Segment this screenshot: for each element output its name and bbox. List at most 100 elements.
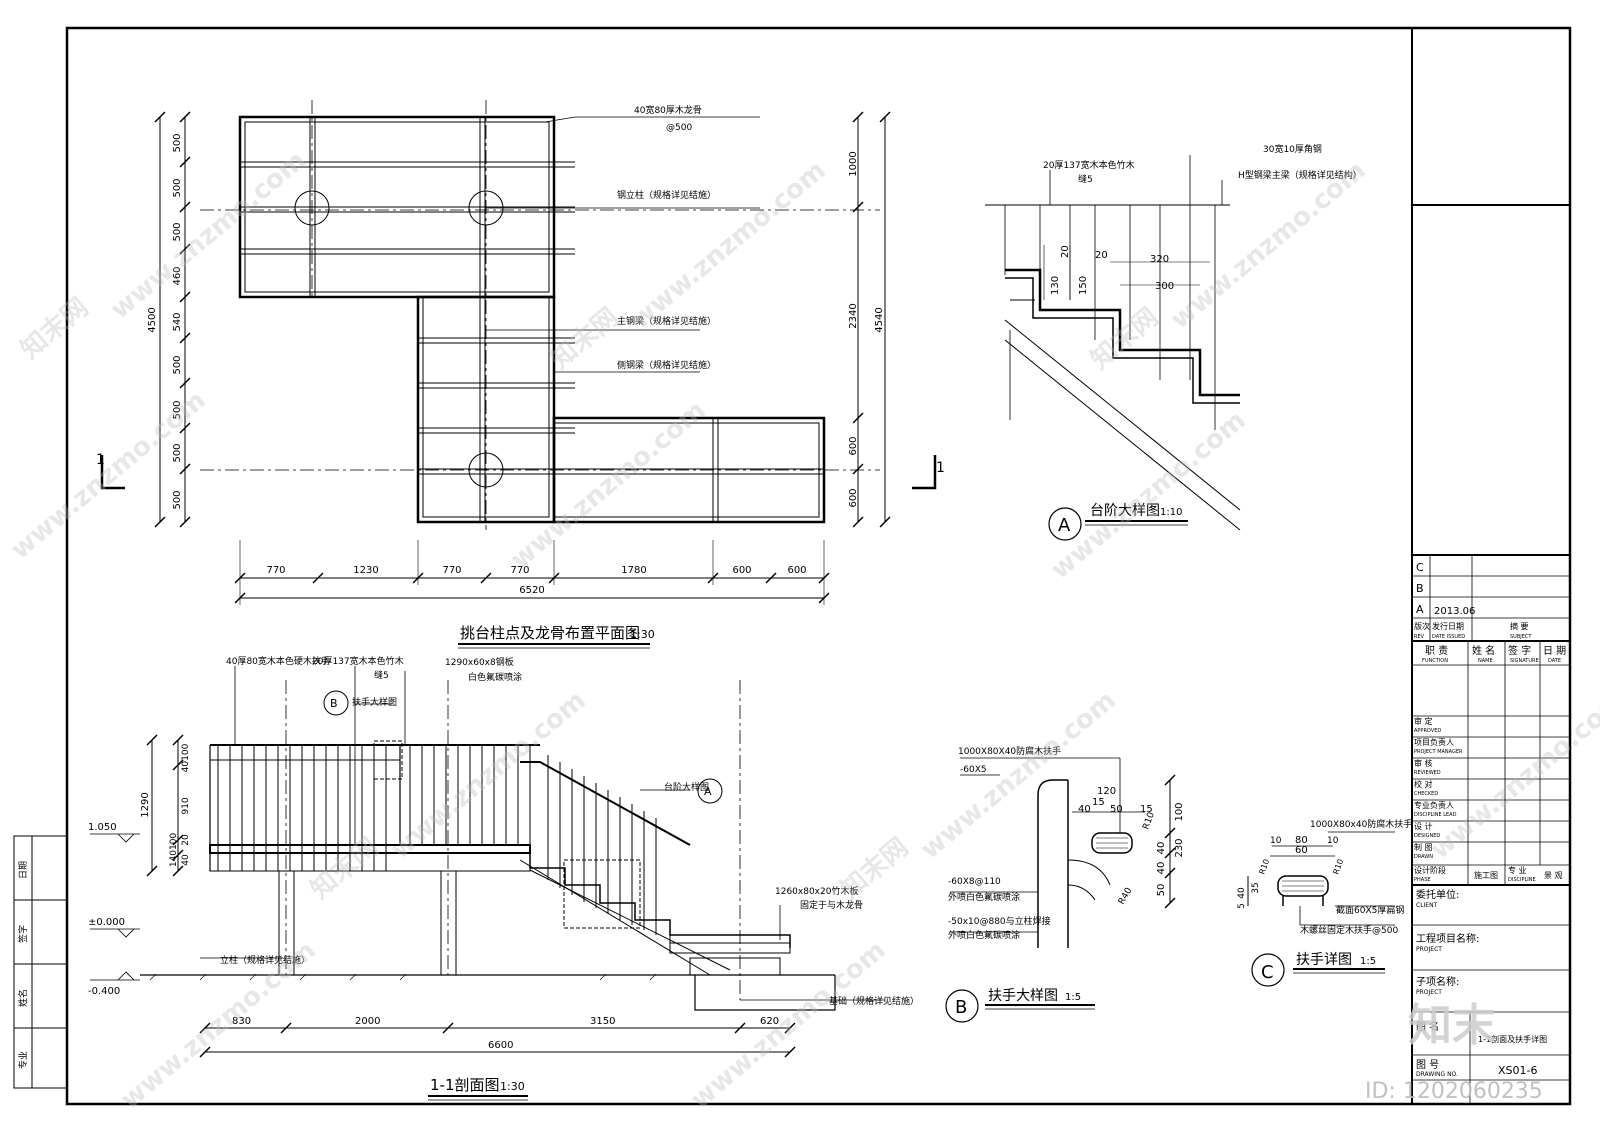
svg-text:40: 40 bbox=[1078, 804, 1091, 815]
svg-text:A: A bbox=[704, 785, 712, 798]
svg-text:500: 500 bbox=[172, 355, 183, 374]
svg-text:140100: 140100 bbox=[169, 833, 179, 868]
svg-text:知末网: 知末网 bbox=[1085, 302, 1164, 375]
svg-text:600: 600 bbox=[848, 488, 859, 507]
svg-text:2340: 2340 bbox=[848, 303, 859, 328]
margin-sign: 签字 bbox=[17, 925, 29, 943]
svg-text:设计阶段: 设计阶段 bbox=[1414, 865, 1446, 875]
section-mark-b bbox=[323, 690, 349, 716]
svg-text:委托单位:: 委托单位: bbox=[1416, 888, 1459, 901]
svg-text:15: 15 bbox=[1140, 804, 1153, 815]
svg-text:B: B bbox=[330, 697, 338, 710]
svg-text:缝5: 缝5 bbox=[1078, 173, 1093, 185]
svg-text:120: 120 bbox=[1097, 786, 1116, 797]
margin-date: 日期 bbox=[18, 861, 29, 879]
stair-detail-a bbox=[985, 155, 1241, 541]
svg-text:子项名称:: 子项名称: bbox=[1416, 975, 1459, 988]
outer-frame bbox=[65, 26, 1572, 1106]
svg-text:50: 50 bbox=[1110, 804, 1123, 815]
svg-text:1.050: 1.050 bbox=[88, 822, 117, 833]
svg-text:1290x60x8钢板: 1290x60x8钢板 bbox=[445, 656, 514, 668]
svg-text:40100: 40100 bbox=[181, 743, 191, 772]
svg-text:1:30: 1:30 bbox=[630, 628, 655, 641]
svg-text:1:10: 1:10 bbox=[1160, 507, 1182, 518]
svg-text:PROJECT: PROJECT bbox=[1416, 989, 1442, 996]
svg-text:1290: 1290 bbox=[140, 792, 151, 817]
svg-text:5: 5 bbox=[1237, 903, 1247, 909]
section-mark-right: 1 bbox=[936, 460, 945, 476]
svg-text:知末网: 知末网 bbox=[305, 832, 384, 905]
svg-text:540: 540 bbox=[172, 312, 183, 331]
plan-bottom-dims: 770 1230 770 770 1780 600 600 6520 bbox=[266, 565, 806, 596]
svg-text:SIGNATURE: SIGNATURE bbox=[1510, 658, 1539, 664]
handrail-b-labels: 1000X80X40防腐木扶手 -60X5 -60X8@110 外喷白色氟碳喷涂… bbox=[948, 745, 1185, 1018]
svg-text:www.znzmo.com: www.znzmo.com bbox=[115, 935, 321, 1115]
svg-text:150: 150 bbox=[1078, 276, 1089, 295]
svg-text:80: 80 bbox=[1295, 835, 1308, 846]
svg-text:40厚80宽木本色硬木扶手: 40厚80宽木本色硬木扶手 bbox=[226, 655, 330, 667]
svg-text:H型钢梁主梁（规格详见结构）: H型钢梁主梁（规格详见结构） bbox=[1238, 169, 1362, 181]
svg-text:基础（规格详见结施）: 基础（规格详见结施） bbox=[829, 995, 919, 1007]
svg-text:600: 600 bbox=[787, 565, 806, 576]
svg-text:C: C bbox=[1261, 962, 1274, 983]
svg-text:版次: 版次 bbox=[1414, 621, 1430, 631]
svg-text:设 计: 设 计 bbox=[1414, 821, 1433, 831]
svg-text:500: 500 bbox=[172, 222, 183, 241]
svg-text:职 责: 职 责 bbox=[1425, 644, 1448, 657]
svg-text:40宽80厚木龙骨: 40宽80厚木龙骨 bbox=[634, 104, 702, 116]
svg-text:-60X5: -60X5 bbox=[960, 765, 987, 775]
section-labels: 40厚80宽木本色硬木扶手 20厚137宽木本色竹木 缝5 1290x60x8钢… bbox=[88, 655, 919, 1094]
svg-text:APPROVED: APPROVED bbox=[1414, 728, 1441, 734]
svg-text:B: B bbox=[955, 997, 967, 1018]
svg-text:专 业: 专 业 bbox=[1508, 865, 1527, 875]
svg-text:4540: 4540 bbox=[874, 307, 885, 332]
svg-text:910: 910 bbox=[181, 797, 191, 814]
svg-text:R10: R10 bbox=[1257, 858, 1271, 876]
plan-title: 挑台柱点及龙骨布置平面图 1:30 bbox=[458, 624, 655, 649]
svg-text:1000X80x40防腐木扶手: 1000X80x40防腐木扶手 bbox=[1310, 818, 1412, 830]
svg-text:600: 600 bbox=[732, 565, 751, 576]
svg-text:固定于与木龙骨: 固定于与木龙骨 bbox=[800, 899, 863, 911]
svg-text:www.znzmo.com: www.znzmo.com bbox=[385, 685, 591, 865]
detail-a-mark bbox=[1048, 507, 1082, 541]
svg-text:知末网: 知末网 bbox=[15, 292, 94, 365]
svg-text:日 期: 日 期 bbox=[1543, 645, 1566, 657]
svg-text:20厚137宽木本色竹木: 20厚137宽木本色竹木 bbox=[312, 655, 404, 667]
svg-text:500: 500 bbox=[172, 400, 183, 419]
detail-c-mark bbox=[1251, 953, 1285, 987]
image-id: ID: 1202060235 bbox=[1365, 1079, 1543, 1104]
svg-text:770: 770 bbox=[442, 565, 461, 576]
svg-text:DRAWN: DRAWN bbox=[1414, 854, 1433, 860]
svg-text:摘 要: 摘 要 bbox=[1510, 621, 1529, 631]
svg-text:PROJECT: PROJECT bbox=[1416, 946, 1442, 953]
svg-text:知末网: 知末网 bbox=[545, 302, 624, 375]
svg-text:REVIEWED: REVIEWED bbox=[1414, 770, 1441, 776]
svg-text:1:30: 1:30 bbox=[500, 1080, 525, 1093]
svg-text:1000: 1000 bbox=[848, 151, 859, 176]
svg-text:@500: @500 bbox=[666, 123, 692, 133]
rev-b: B bbox=[1416, 582, 1424, 595]
svg-text:1:5: 1:5 bbox=[1360, 956, 1376, 967]
svg-text:台阶大样图: 台阶大样图 bbox=[664, 781, 709, 793]
svg-text:1:5: 1:5 bbox=[1065, 992, 1081, 1003]
svg-text:主钢梁（规格详见结施）: 主钢梁（规格详见结施） bbox=[617, 315, 716, 327]
stair-detail-labels: 20厚137宽木本色竹木 缝5 30宽10厚角钢 H型钢梁主梁（规格详见结构） … bbox=[1043, 143, 1362, 536]
svg-text:www.znzmo.com: www.znzmo.com bbox=[5, 385, 211, 565]
svg-text:FUNCTION: FUNCTION bbox=[1422, 658, 1448, 664]
svg-text:发行日期: 发行日期 bbox=[1432, 621, 1464, 631]
plan-view bbox=[100, 100, 937, 605]
handrail-detail-b bbox=[945, 757, 1176, 1023]
section-mark-left: 1 bbox=[96, 452, 105, 468]
svg-text:专业负责人: 专业负责人 bbox=[1414, 800, 1454, 810]
svg-text:4500: 4500 bbox=[147, 307, 158, 332]
svg-text:钢立柱（规格详见结施）: 钢立柱（规格详见结施） bbox=[617, 189, 716, 201]
detail-b-mark bbox=[945, 989, 979, 1023]
svg-text:770: 770 bbox=[266, 565, 285, 576]
svg-text:www.znzmo.com: www.znzmo.com bbox=[915, 685, 1121, 865]
svg-text:-60X8@110: -60X8@110 bbox=[948, 877, 1001, 887]
svg-text:外喷白色氟碳喷涂: 外喷白色氟碳喷涂 bbox=[948, 929, 1020, 941]
svg-text:DRAWING NO.: DRAWING NO. bbox=[1416, 1071, 1458, 1078]
svg-text:R40: R40 bbox=[1117, 886, 1135, 907]
svg-text:NAME: NAME bbox=[1478, 658, 1493, 664]
